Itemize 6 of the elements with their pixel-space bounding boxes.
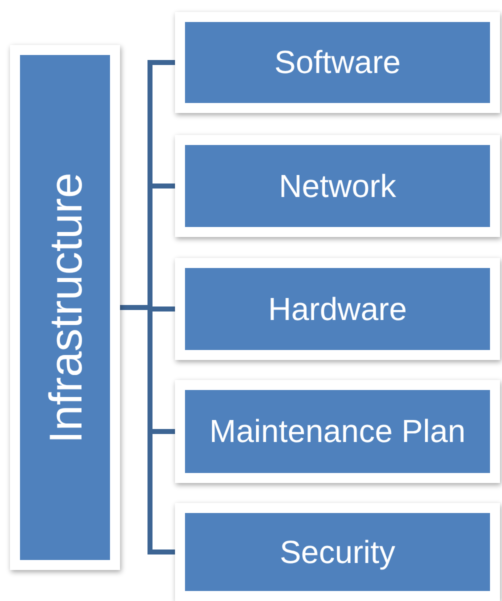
item-label: Software xyxy=(274,44,401,81)
item-label: Hardware xyxy=(268,290,407,328)
category-label: Infrastructure xyxy=(38,172,92,443)
item-label: Network xyxy=(278,168,396,204)
item-label: Maintenance Plan xyxy=(209,413,466,450)
item-label: Security xyxy=(280,534,396,570)
